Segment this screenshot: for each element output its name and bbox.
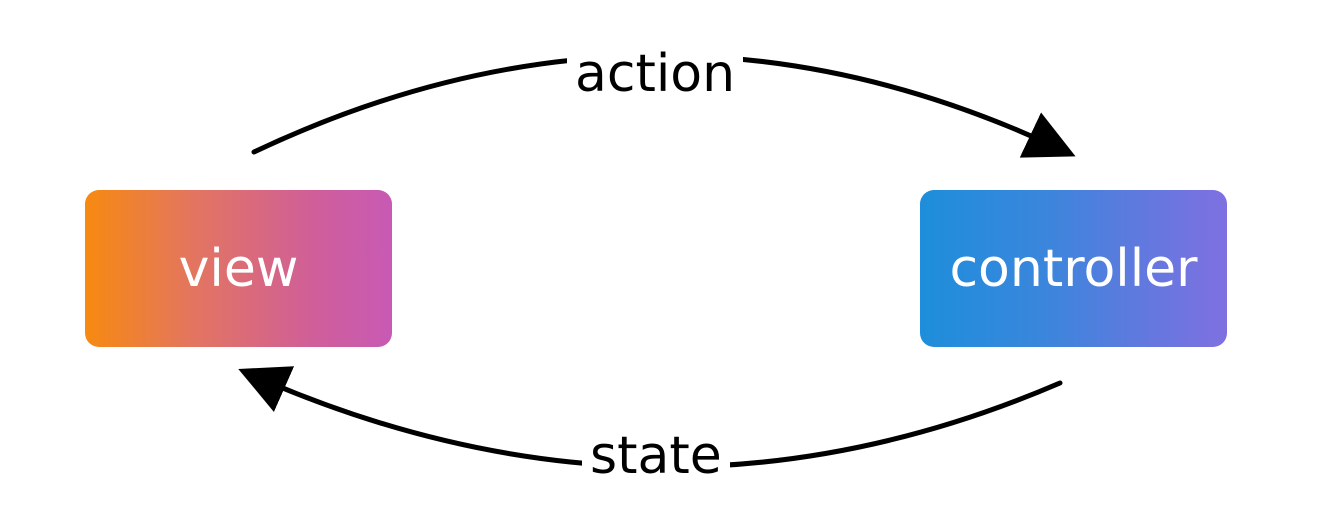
node-controller: controller: [920, 190, 1227, 347]
node-view: view: [85, 190, 392, 347]
edge-action-label: action: [567, 48, 744, 100]
edge-state-label: state: [582, 430, 730, 482]
node-view-label: view: [178, 238, 299, 299]
node-controller-label: controller: [949, 238, 1198, 299]
